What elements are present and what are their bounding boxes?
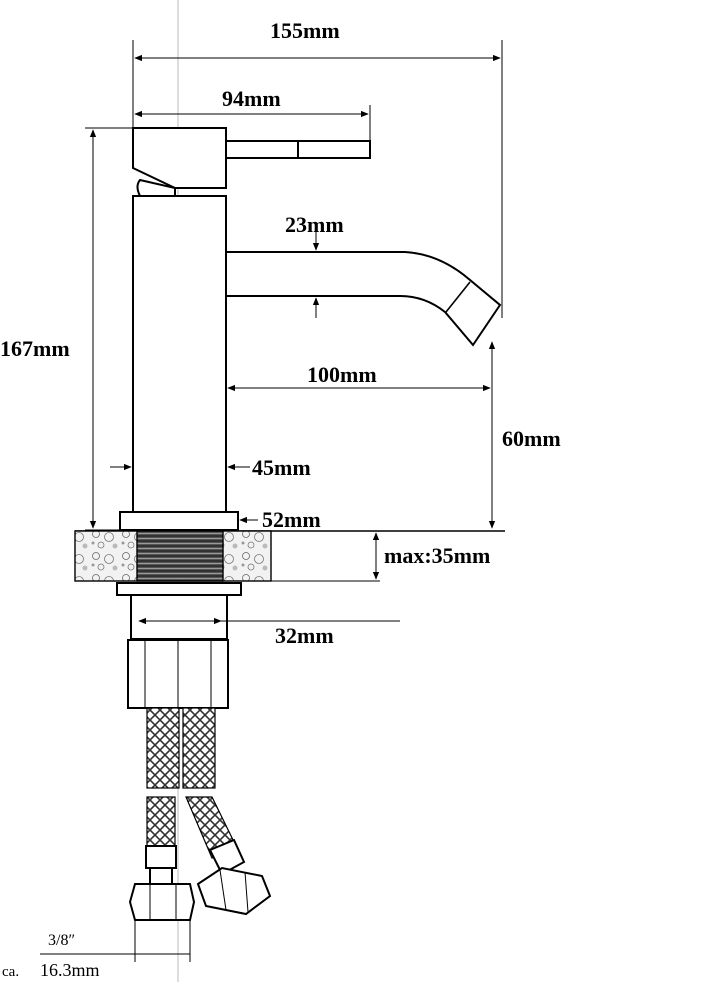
hose-thread-label: 3/8″ (48, 932, 75, 949)
base-ring (119, 511, 239, 531)
dimension-lines (40, 40, 503, 962)
spout-diameter-label: 23mm (285, 212, 344, 237)
hose-left-upper (146, 707, 180, 789)
total-height-label: 167mm (0, 336, 70, 361)
thread-diameter-label: 32mm (275, 623, 334, 648)
left-fitting-sleeve (145, 845, 177, 869)
spout-reach-label: 100mm (307, 362, 377, 387)
handle-lever (225, 140, 299, 159)
left-fitting-neck (149, 867, 173, 885)
left-hex-nut (128, 883, 196, 921)
faucet-drawing (74, 127, 505, 921)
faucet-body (132, 195, 227, 515)
hose-right-upper (182, 707, 216, 789)
fixing-plate (130, 594, 228, 640)
right-fitting-sleeve (208, 838, 246, 876)
handle-block (132, 127, 227, 189)
spout-height-label: 60mm (502, 426, 561, 451)
nut-prefix-label: ca. (2, 964, 19, 980)
handle-length-label: 94mm (222, 86, 281, 111)
spout (225, 251, 502, 347)
spout-tip-line (445, 281, 471, 313)
right-hex-nut (196, 866, 272, 916)
handle-lever-tip (297, 140, 371, 159)
hose-left-lower (146, 796, 176, 850)
threaded-shank (136, 530, 224, 582)
nut-size-label: 16.3mm (40, 960, 100, 980)
body-diameter-label: 45mm (252, 455, 311, 480)
washer (116, 582, 242, 596)
max-thickness-label: max:35mm (384, 543, 490, 568)
total-width-label: 155mm (270, 18, 340, 43)
base-diameter-label: 52mm (262, 507, 321, 532)
